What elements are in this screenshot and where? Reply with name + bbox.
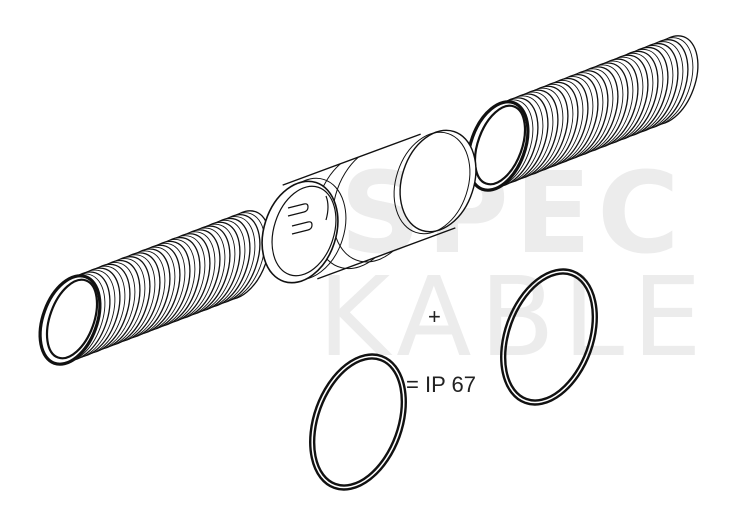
coupler-clip-2 xyxy=(291,221,313,235)
coupler-body-edges xyxy=(282,133,456,280)
coupler-band-2 xyxy=(332,156,394,263)
coupler-clip-1 xyxy=(287,203,309,217)
pipe-opening-inner xyxy=(45,278,99,360)
corrugated-pipe-right xyxy=(466,35,699,192)
ring-inner-edge xyxy=(312,357,404,487)
ring-inner-edge xyxy=(503,272,595,402)
ip-rating-label: = IP 67 xyxy=(406,372,476,397)
plus-label: + xyxy=(428,304,441,329)
coupler-far-rim xyxy=(399,129,477,233)
ring-outer-edge xyxy=(309,353,407,491)
coupler-sleeve xyxy=(261,129,477,284)
sealing-ring-bottom xyxy=(309,353,407,491)
coupler-inner-stop xyxy=(325,195,329,221)
ring-outer-edge xyxy=(500,268,598,406)
coupler-far-rim-inner xyxy=(393,131,471,235)
corrugated-pipe-left xyxy=(38,210,271,366)
sealing-ring-right xyxy=(500,268,598,406)
pipe-opening-inner xyxy=(473,104,527,186)
